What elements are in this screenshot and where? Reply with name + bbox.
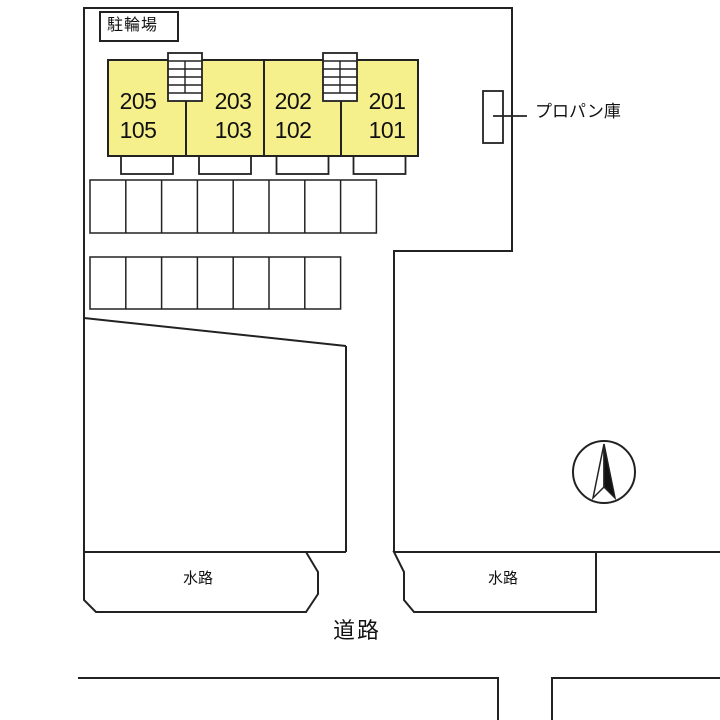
propane-storage-label: プロパン庫 xyxy=(535,102,621,122)
parking-lot xyxy=(89,179,378,310)
parking-row-outline xyxy=(89,256,342,310)
balcony xyxy=(275,155,330,175)
bike-parking-label-box xyxy=(99,11,179,42)
bike-parking-label: 駐輪場 xyxy=(107,15,159,34)
water-channel-right-shape xyxy=(392,551,597,613)
unit-number: 203 xyxy=(214,88,252,114)
balcony xyxy=(198,155,252,175)
unit-number: 202 xyxy=(274,88,312,114)
unit-number: 201 xyxy=(368,88,406,114)
road-label: 道路 xyxy=(333,619,382,644)
unit-number: 205 xyxy=(119,88,157,114)
stairs-icon xyxy=(322,52,358,102)
water-channel-left-shape xyxy=(83,551,319,613)
road-edge-left xyxy=(78,677,499,720)
unit-number: 105 xyxy=(119,117,157,143)
road-edge-right xyxy=(551,677,720,720)
unit-number: 103 xyxy=(214,117,252,143)
north-arrow-icon xyxy=(572,440,636,504)
water-channel-right-label: 水路 xyxy=(488,569,519,587)
apartment-building xyxy=(107,52,419,175)
parcel-divider-line xyxy=(83,317,347,347)
unit-number: 102 xyxy=(274,117,312,143)
balcony xyxy=(352,155,407,175)
balcony xyxy=(120,155,174,175)
unit-number: 101 xyxy=(368,117,406,143)
propane-storage-box xyxy=(482,90,504,144)
stairs-icon xyxy=(167,52,203,102)
water-channel-left-label: 水路 xyxy=(183,569,214,587)
